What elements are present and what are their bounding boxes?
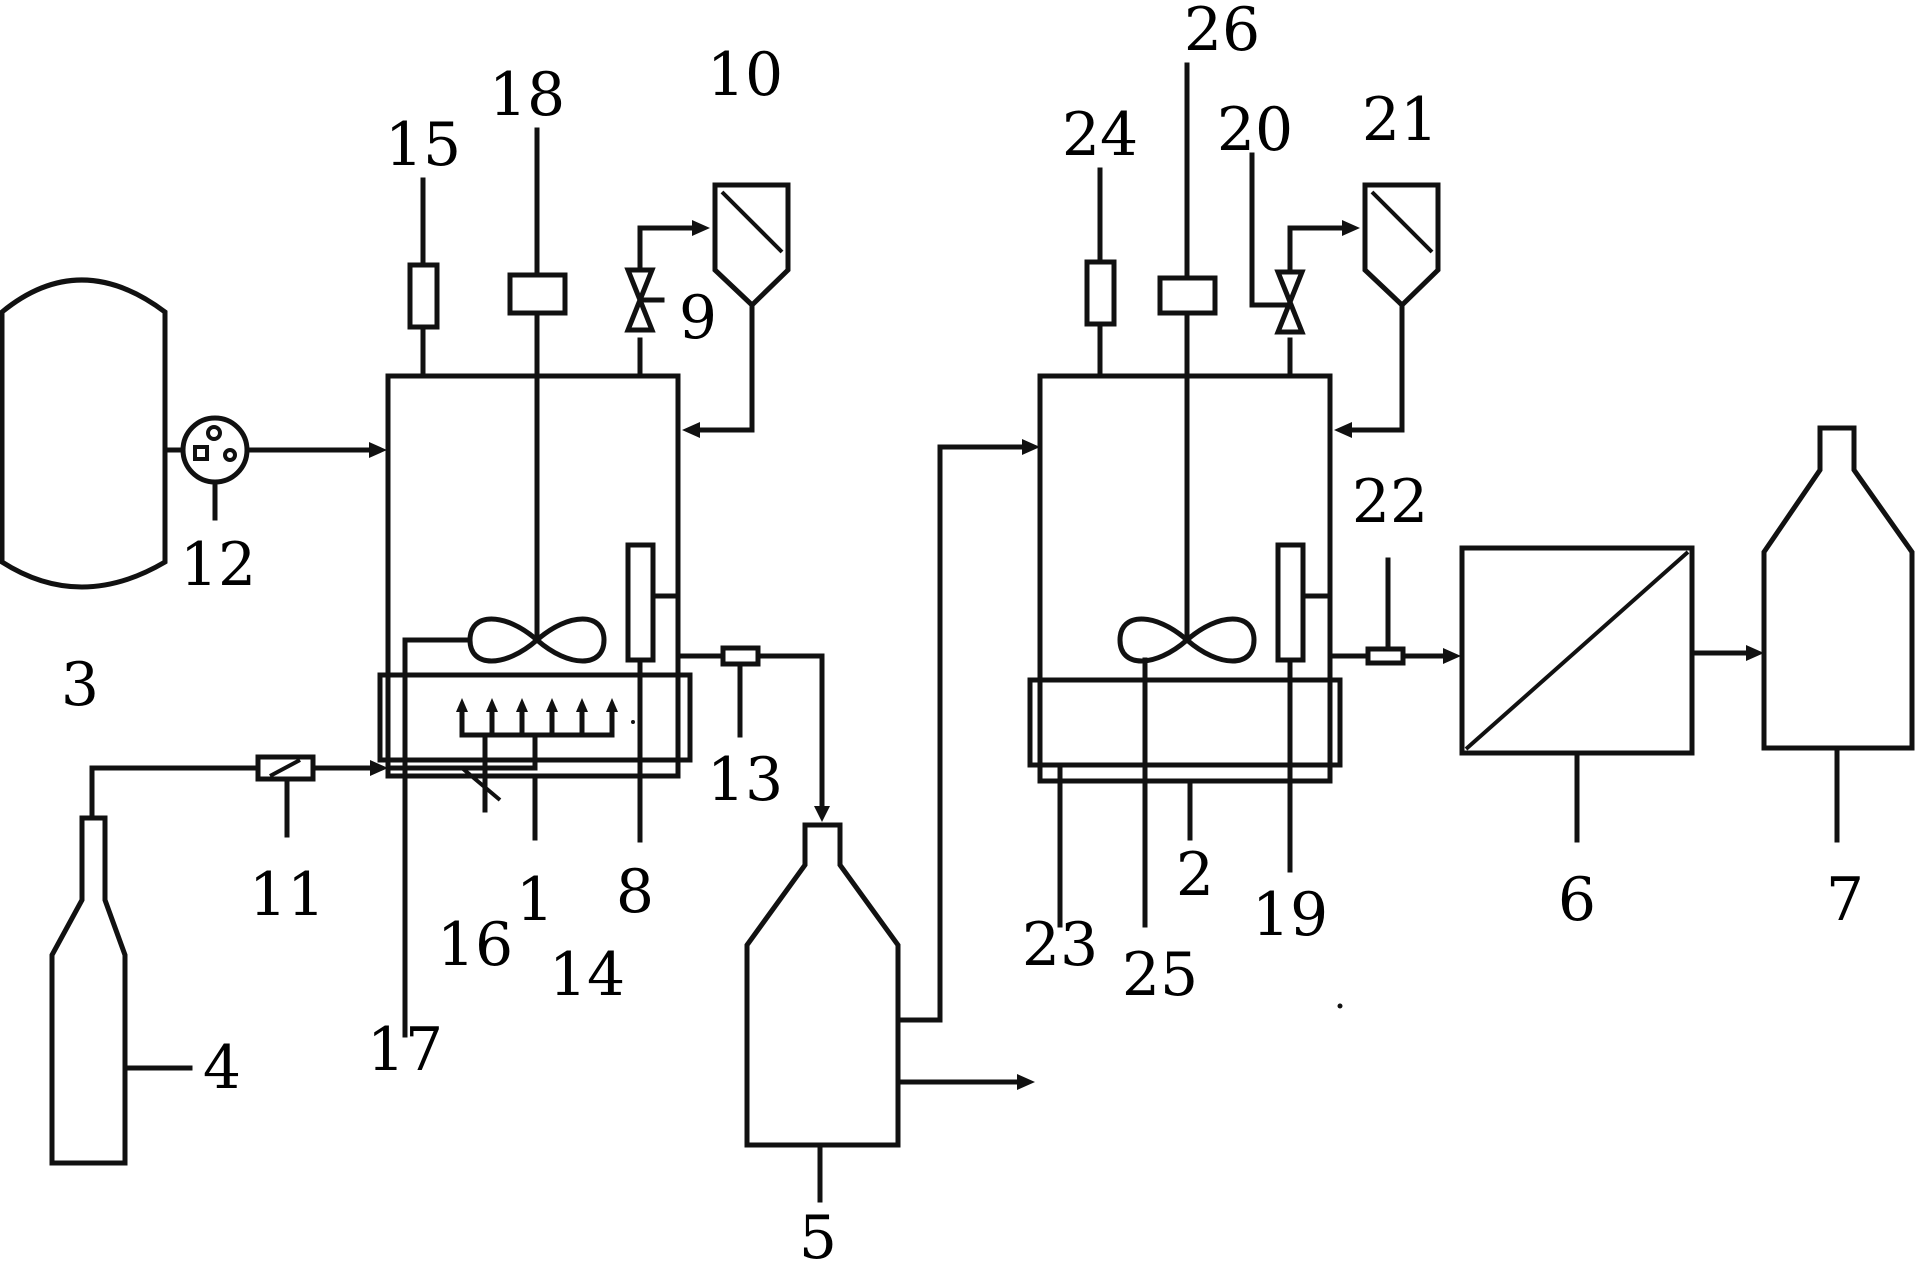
label-10: 10	[707, 40, 783, 110]
valve-2	[1249, 152, 1360, 379]
label-18: 18	[489, 60, 565, 130]
label-23: 23	[1022, 910, 1098, 980]
gas-storage-tank	[0, 277, 168, 590]
label-16: 16	[437, 910, 513, 980]
label-25: 25	[1122, 940, 1198, 1010]
gauge-pump	[162, 415, 387, 521]
collection-bottle	[744, 439, 1040, 1203]
label-12: 12	[180, 530, 256, 600]
label-20: 20	[1217, 95, 1293, 165]
label-24: 24	[1062, 100, 1138, 170]
label-22: 22	[1352, 467, 1428, 537]
label-7: 7	[1826, 865, 1864, 935]
product-bottle	[1761, 425, 1915, 843]
membrane-separator	[1459, 545, 1764, 843]
stirrer-1	[402, 127, 607, 1038]
label-14: 14	[549, 940, 625, 1010]
label-13: 13	[707, 745, 783, 815]
sensor-probe-1	[407, 177, 440, 379]
condenser-1	[682, 182, 791, 438]
temperature-probe-2	[1275, 542, 1333, 873]
temperature-probe-1	[625, 542, 681, 843]
label-11: 11	[249, 860, 325, 930]
labels: 3 12 4 11 15 18 10 9 13 8 1 16 14 17 5 2…	[61, 0, 1864, 1263]
label-1: 1	[516, 865, 554, 935]
speck	[1337, 1003, 1343, 1009]
gas-distributor	[385, 698, 635, 813]
label-19: 19	[1252, 880, 1328, 950]
outlet-filter-1	[675, 645, 830, 822]
label-9: 9	[679, 283, 717, 353]
label-4: 4	[203, 1033, 241, 1103]
outlet-filter-2	[1327, 557, 1461, 666]
gas-filter	[255, 754, 388, 838]
valve-1	[624, 220, 710, 379]
label-26: 26	[1184, 0, 1260, 65]
stirrer-2	[1117, 62, 1257, 928]
label-17: 17	[367, 1015, 443, 1085]
sensor-probe-2	[1084, 167, 1117, 379]
gas-cylinder	[49, 765, 268, 1166]
label-15: 15	[385, 110, 461, 180]
label-5: 5	[799, 1203, 837, 1263]
label-21: 21	[1362, 85, 1438, 155]
label-8: 8	[616, 857, 654, 927]
condenser-2	[1334, 182, 1441, 438]
label-2: 2	[1176, 840, 1214, 910]
label-3: 3	[61, 650, 99, 720]
label-6: 6	[1558, 865, 1596, 935]
